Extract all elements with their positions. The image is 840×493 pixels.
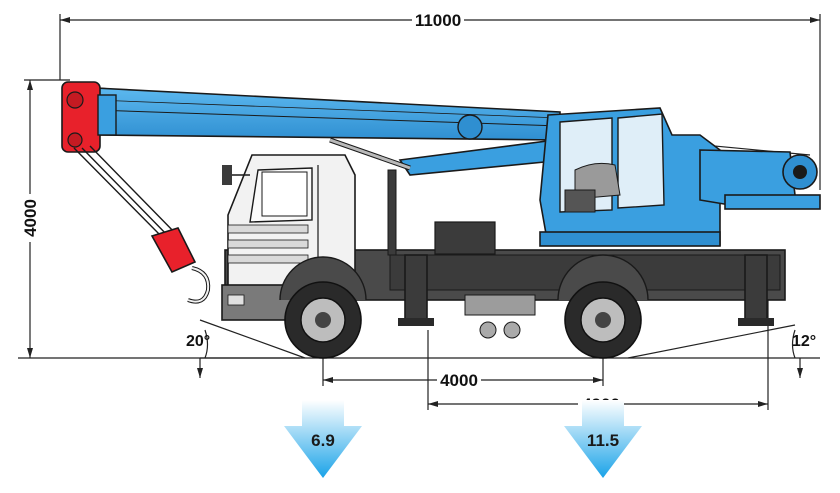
truck-cab <box>221 154 356 321</box>
approach-angle: 20° <box>186 319 306 378</box>
rear-axle-load-value: 11.5 <box>587 431 619 450</box>
rear-axle-load-arrow: 11.5 <box>564 400 642 478</box>
boom-head <box>61 81 117 153</box>
front-wheel <box>279 256 367 359</box>
wheelbase-label: 4000 <box>440 371 478 390</box>
hook-block <box>73 145 211 304</box>
dimension-wheelbase: 4000 <box>322 330 604 390</box>
rear-wheel <box>557 254 649 359</box>
crane-boom <box>94 87 811 176</box>
overall-length-label: 11000 <box>415 11 461 30</box>
approach-angle-label: 20° <box>186 333 210 350</box>
height-label: 4000 <box>21 199 40 237</box>
departure-angle-label: 12° <box>792 333 816 350</box>
front-axle-load-value: 6.9 <box>311 431 335 450</box>
crane-cab <box>539 107 821 247</box>
dimension-overall-length: 11000 <box>59 11 821 190</box>
departure-angle: 12° <box>627 324 816 378</box>
front-axle-load-arrow: 6.9 <box>284 400 362 478</box>
